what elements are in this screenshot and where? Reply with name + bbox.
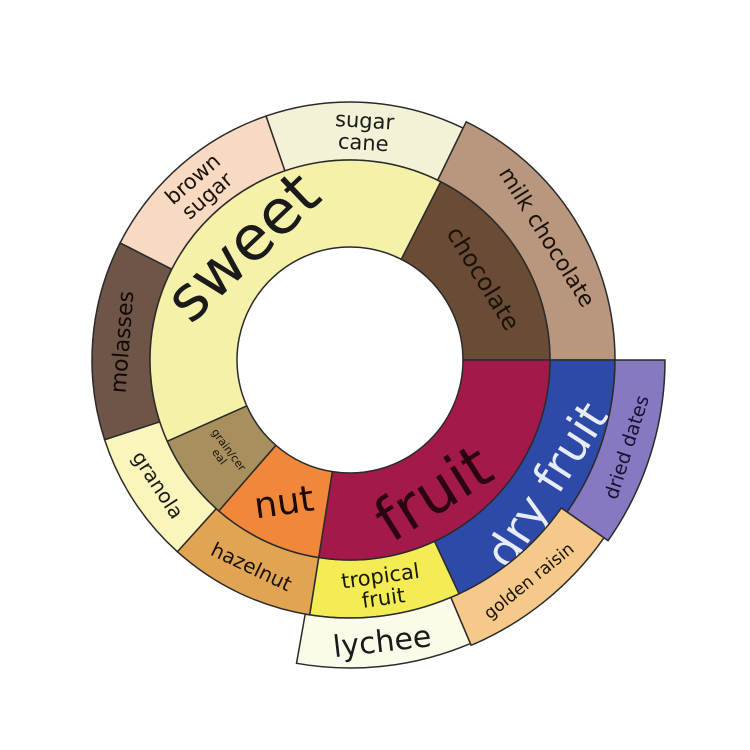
segment-label-nut: nut [252, 478, 317, 527]
segment-label-line: cane [337, 129, 389, 156]
segment-label-line: nut [252, 478, 317, 527]
segment-label-line: fruit [360, 583, 406, 613]
segment-grain-cereal-arc [166, 404, 277, 513]
segment-fruit-arc [317, 359, 551, 561]
segment-nut: nut [217, 444, 334, 559]
segment-dried-dates-arc [566, 359, 666, 542]
segment-label-line: sugar [334, 107, 395, 135]
segment-grain-cereal: grain/cereal [166, 404, 277, 513]
segment-lychee-arc [295, 596, 472, 669]
segment-sweet-arc [149, 159, 442, 443]
segment-label-sugar-cane: sugarcane [333, 107, 395, 157]
segment-lychee: lychee [295, 596, 472, 669]
